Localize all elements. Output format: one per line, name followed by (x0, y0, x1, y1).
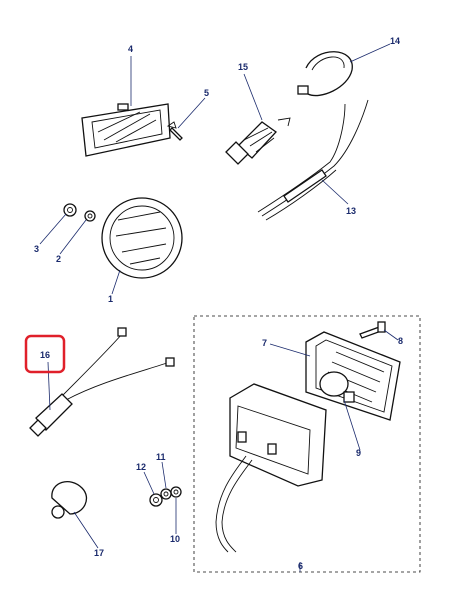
part-14-clamp (297, 51, 353, 97)
part-17-switch-body (51, 481, 87, 519)
part-11-washer (160, 488, 172, 500)
part-16-switch-harness (29, 327, 175, 437)
callout-12: 12 (136, 462, 146, 472)
callout-5: 5 (204, 88, 209, 98)
part-8-screw (359, 321, 386, 339)
part-3-nut (63, 203, 77, 217)
callout-13: 13 (346, 206, 356, 216)
part-5-screw (166, 121, 183, 141)
callout-9: 9 (356, 448, 361, 458)
callout-1: 1 (108, 294, 113, 304)
part-7-rear-lamp (305, 331, 401, 421)
part-12-nut (149, 493, 163, 507)
part-2-washer (84, 210, 96, 222)
part-4-lamp (81, 103, 171, 157)
part-10-washer (170, 486, 182, 498)
callout-8: 8 (398, 336, 403, 346)
callout-15: 15 (238, 62, 248, 72)
callout-7: 7 (262, 338, 267, 348)
callout-16: 16 (40, 350, 50, 360)
callout-3: 3 (34, 244, 39, 254)
part-13-harness (257, 99, 369, 221)
callout-4: 4 (128, 44, 133, 54)
assembly-6-box (193, 315, 421, 573)
callout-17: 17 (94, 548, 104, 558)
part-1-round-lamp (101, 197, 183, 279)
part-9-bulb (319, 371, 355, 403)
highlight-box-16 (24, 334, 66, 374)
part-15-switch (225, 117, 291, 165)
callout-10: 10 (170, 534, 180, 544)
callout-2: 2 (56, 254, 61, 264)
callout-14: 14 (390, 36, 400, 46)
part-6-housing (215, 383, 327, 553)
callout-6: 6 (298, 561, 303, 571)
callout-11: 11 (156, 452, 166, 462)
